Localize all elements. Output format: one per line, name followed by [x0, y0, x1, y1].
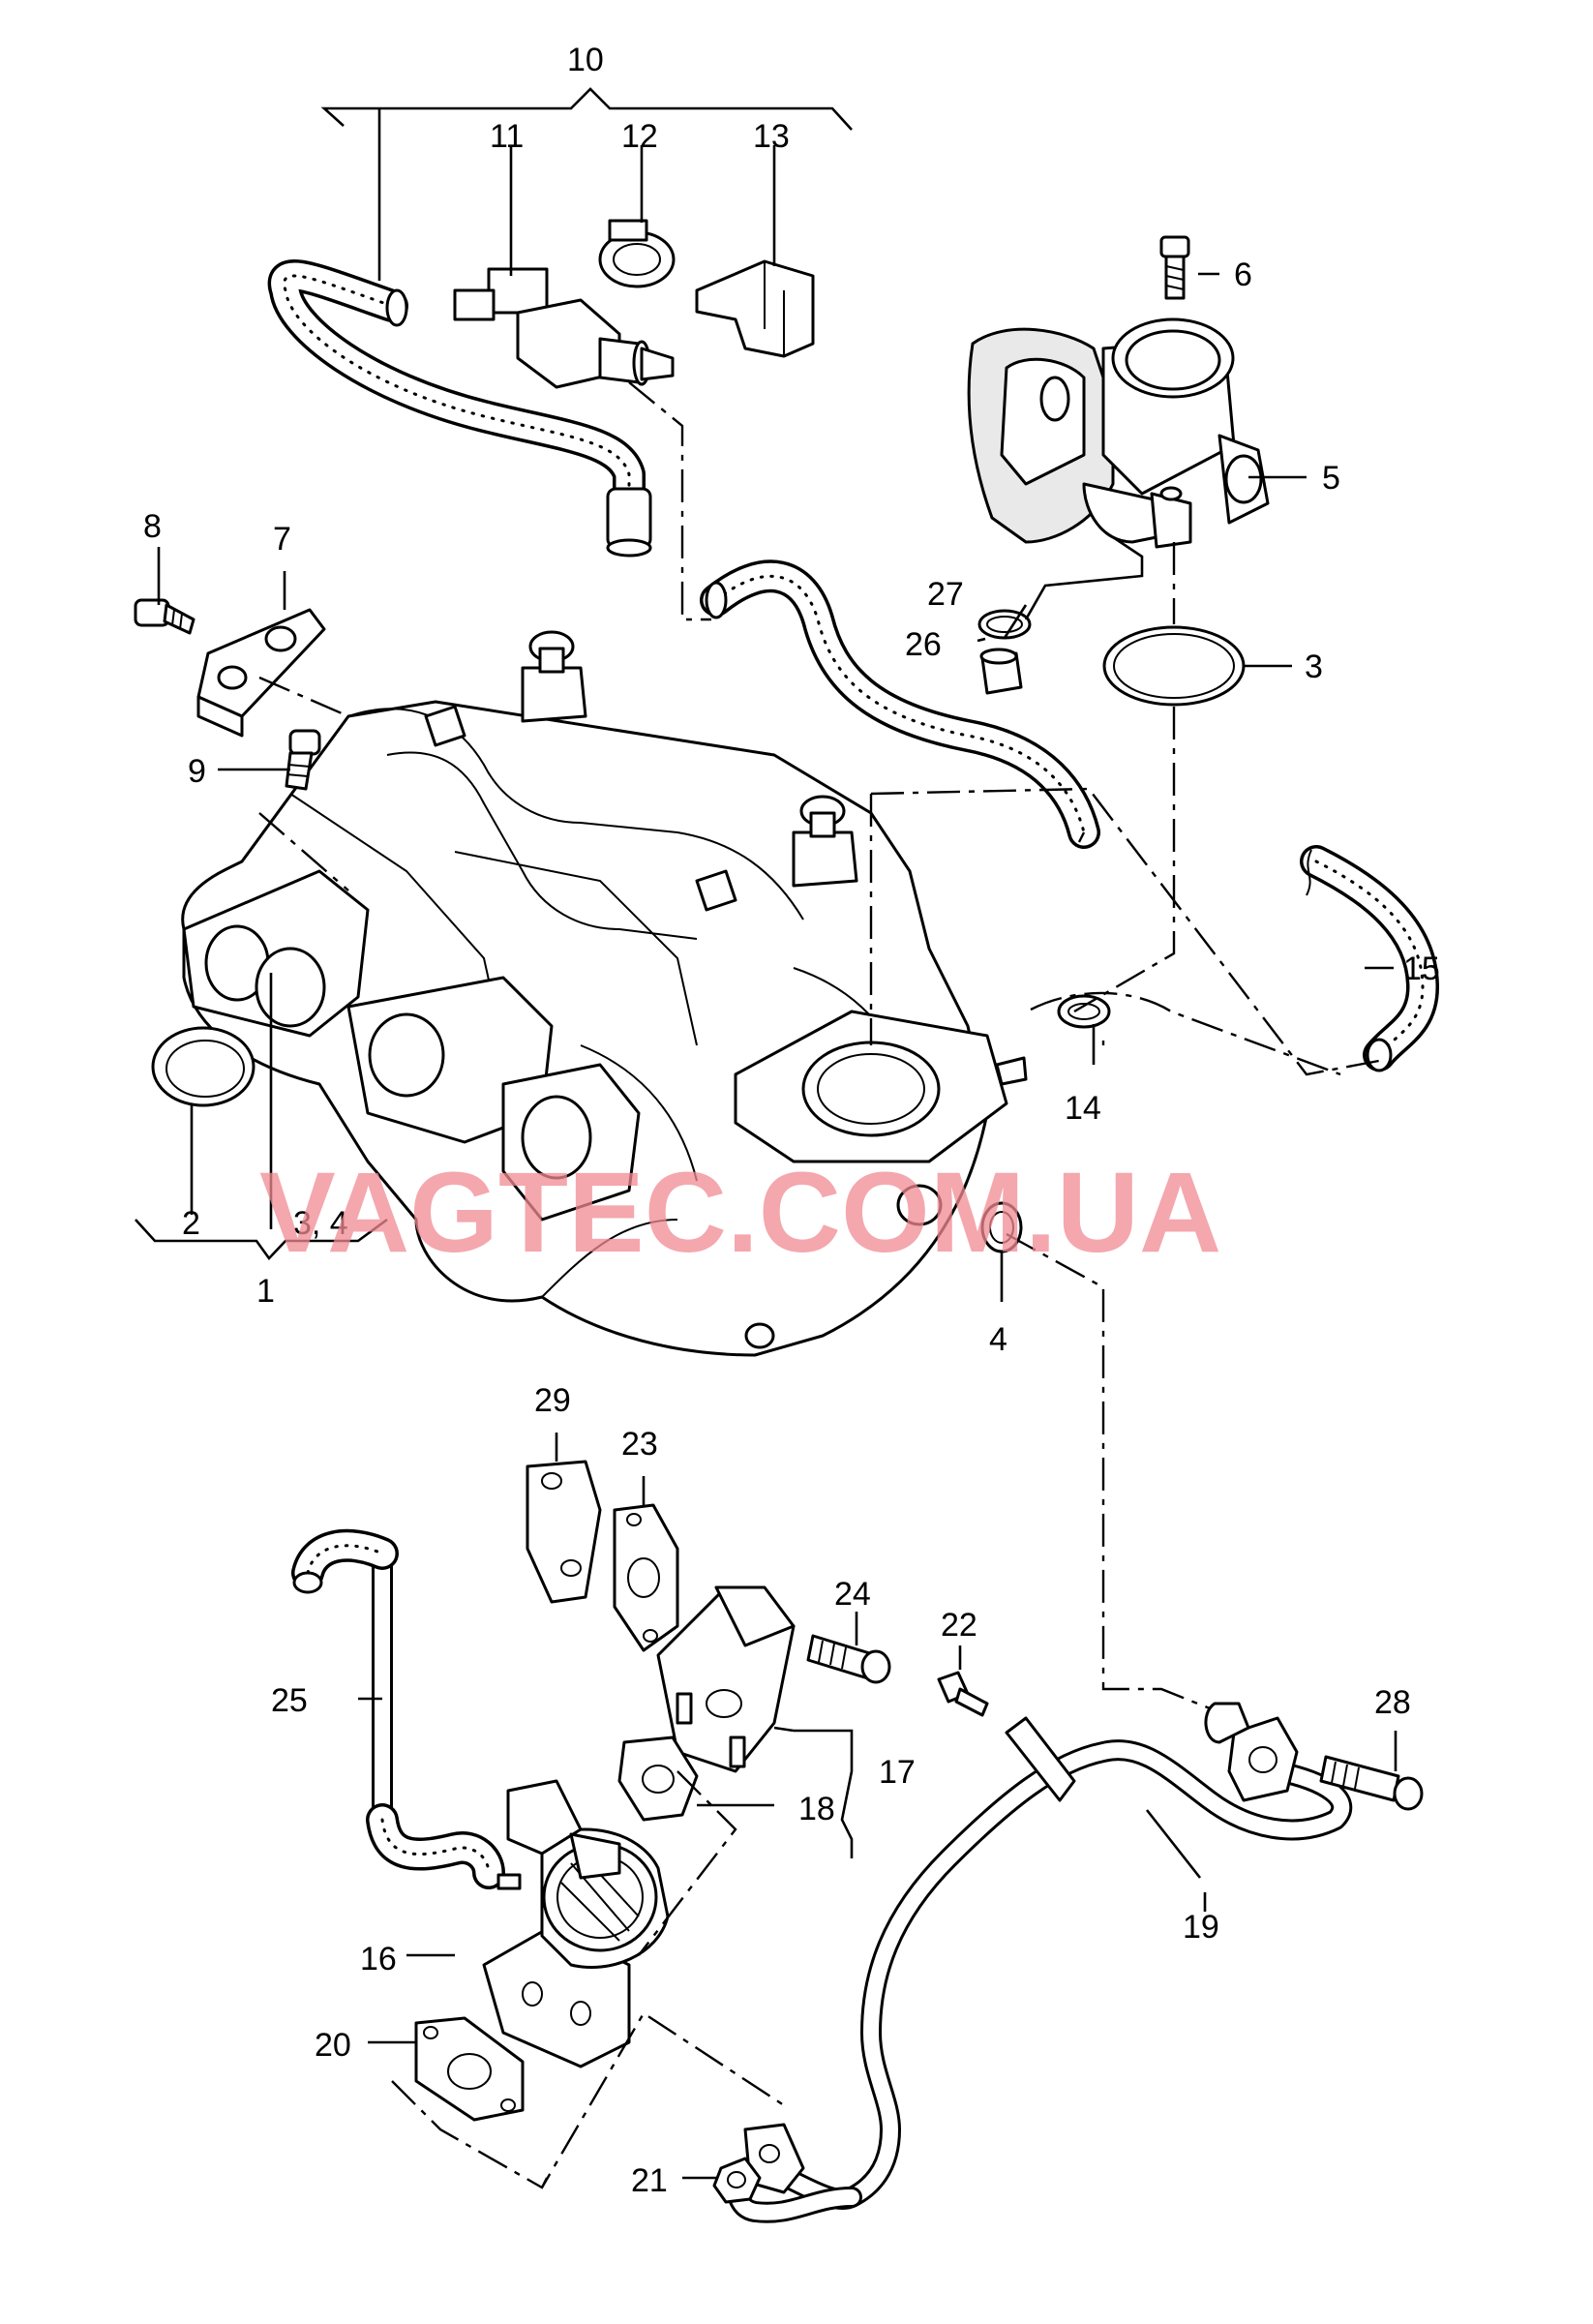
- vacuum-hose: [700, 559, 1100, 849]
- label-3-4: 3, 4: [293, 1205, 348, 1242]
- label-16: 16: [360, 1941, 397, 1977]
- label-11: 11: [490, 118, 524, 155]
- gasket-2: [151, 1026, 255, 1107]
- intake-manifold-1: [181, 630, 1028, 1357]
- label-19: 19: [1183, 1909, 1219, 1946]
- cap-26: [979, 648, 1023, 695]
- label-8: 8: [143, 508, 162, 545]
- label-6: 6: [1234, 257, 1252, 293]
- label-1: 1: [256, 1273, 275, 1310]
- bolt-22: [937, 1671, 989, 1717]
- gasket-20: [414, 2016, 525, 2122]
- label-27: 27: [927, 576, 964, 613]
- valve-11: [453, 267, 675, 389]
- center-lines: [258, 381, 1385, 2189]
- gasket-23: [613, 1503, 679, 1652]
- label-23: 23: [621, 1426, 658, 1463]
- clamp-14: [1057, 994, 1111, 1029]
- label-22: 22: [941, 1607, 977, 1644]
- watermark-text: VAGTEC.COM.UA: [259, 1149, 1221, 1277]
- label-13: 13: [753, 118, 790, 155]
- o-ring-3: [1102, 625, 1246, 707]
- label-20: 20: [315, 2027, 351, 2064]
- hose-15: [1300, 845, 1439, 1072]
- label-24: 24: [834, 1576, 871, 1613]
- label-7: 7: [273, 521, 291, 558]
- bolt-8: [134, 598, 195, 635]
- egr-pipe-19: [727, 1702, 1353, 2223]
- label-10: 10: [567, 42, 604, 78]
- clamp-27: [977, 609, 1032, 640]
- label-3: 3: [1305, 649, 1323, 685]
- label-21: 21: [631, 2162, 668, 2199]
- nut-21: [712, 2157, 762, 2204]
- callout-labels: 10 11 12 13 6 5 27 26 3 8 7 9 15 14 2 3,…: [143, 42, 1440, 2199]
- hose-25: [291, 1528, 522, 1890]
- gasket-18: [617, 1735, 699, 1822]
- label-14: 14: [1065, 1090, 1101, 1127]
- label-15: 15: [1403, 951, 1440, 987]
- label-4: 4: [989, 1321, 1007, 1358]
- label-2: 2: [182, 1205, 200, 1242]
- label-17: 17: [879, 1754, 916, 1791]
- label-26: 26: [905, 626, 942, 663]
- breather-hose: [267, 259, 652, 558]
- label-28: 28: [1374, 1684, 1411, 1721]
- screw-24: [806, 1634, 891, 1684]
- label-18: 18: [798, 1791, 835, 1827]
- label-5: 5: [1322, 460, 1340, 497]
- bracket-13: [695, 259, 815, 358]
- leader-lines: [135, 87, 1398, 2180]
- screw-28: [1319, 1755, 1424, 1811]
- label-29: 29: [534, 1382, 571, 1419]
- label-12: 12: [621, 118, 658, 155]
- label-9: 9: [188, 753, 206, 790]
- label-25: 25: [271, 1682, 308, 1719]
- egr-valve-16: [482, 1779, 670, 2068]
- gasket-29: [526, 1460, 602, 1604]
- screw-6: [1159, 235, 1190, 300]
- throttle-body-5: [967, 317, 1270, 549]
- bolt-9: [285, 729, 321, 791]
- bracket-7: [196, 608, 326, 738]
- hose-clamp-12: [598, 219, 676, 288]
